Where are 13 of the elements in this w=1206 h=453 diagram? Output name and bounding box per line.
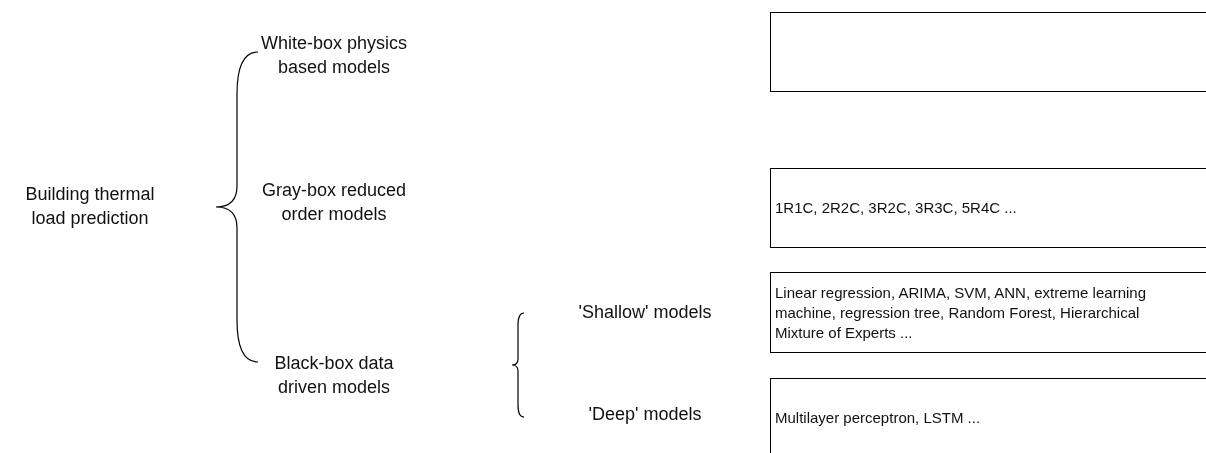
- example-text: Linear regression, ARIMA, SVM, ANN, extreme learning machine, regression tree, Random Forest, Hierarchical Mixture of Experts ...: [775, 282, 1147, 343]
- category-label: 'Deep' models: [587, 403, 703, 426]
- example-box: [770, 12, 1206, 92]
- category-label: 'Shallow' models: [577, 301, 713, 324]
- example-text: Multilayer perceptron, LSTM ...: [775, 408, 981, 428]
- category-label: Building thermal load prediction: [24, 183, 156, 230]
- category-label: White-box physics based models: [259, 32, 409, 79]
- example-box: [770, 272, 1206, 353]
- example-box: [770, 168, 1206, 248]
- category-label: Black-box data driven models: [273, 352, 395, 399]
- example-box: [770, 378, 1206, 453]
- example-text: 1R1C, 2R2C, 3R2C, 3R3C, 5R4C ...: [775, 198, 1017, 218]
- category-label: Gray-box reduced order models: [260, 179, 408, 226]
